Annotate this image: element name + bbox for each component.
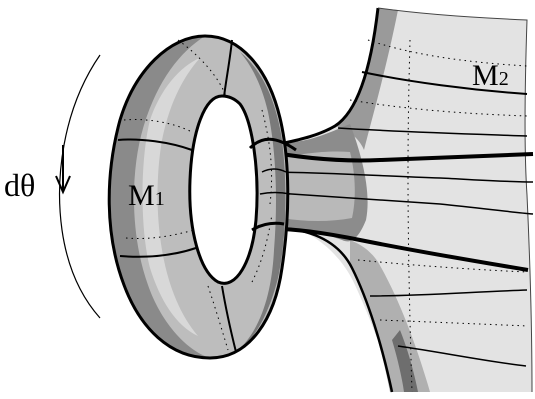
rotation-indicator (56, 55, 100, 318)
arrow-down-icon (56, 145, 70, 192)
rotation-label: dθ (4, 167, 35, 203)
torus-hole (190, 96, 257, 283)
